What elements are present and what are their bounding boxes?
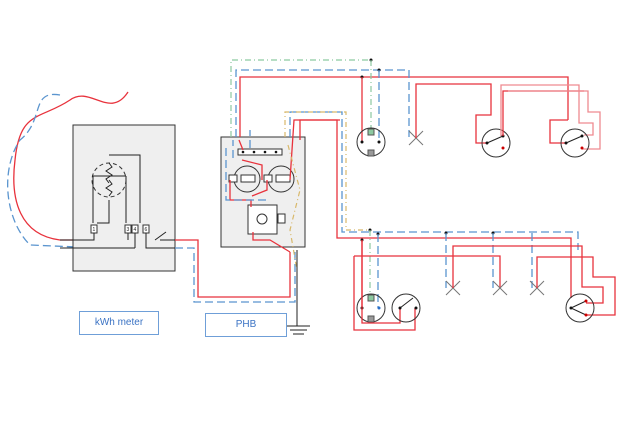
switch-bottom-2	[565, 293, 595, 323]
phb-label: PHB	[205, 313, 287, 337]
switch-bottom-1	[391, 293, 421, 323]
earth-symbol	[287, 250, 310, 335]
socket-outlet-top	[356, 127, 386, 157]
meter-terminal-1: 1	[93, 227, 96, 233]
kwh-meter-label: kWh meter	[79, 311, 159, 335]
meter-terminal-6: 6	[145, 227, 148, 233]
supply-phase-wire	[13, 91, 129, 241]
switch-top-2	[560, 128, 590, 158]
socket-outlet-bottom	[356, 293, 386, 323]
meter-terminal-4: 4	[134, 227, 137, 233]
switch-top-1	[481, 128, 511, 158]
kwh-meter: 1 3 4 6	[60, 124, 176, 272]
rcd	[247, 204, 278, 235]
phb-panel	[220, 119, 340, 271]
meter-terminal-3: 3	[127, 227, 130, 233]
lamp-bottom-2	[492, 280, 508, 296]
supply-neutral-wire	[7, 93, 101, 249]
